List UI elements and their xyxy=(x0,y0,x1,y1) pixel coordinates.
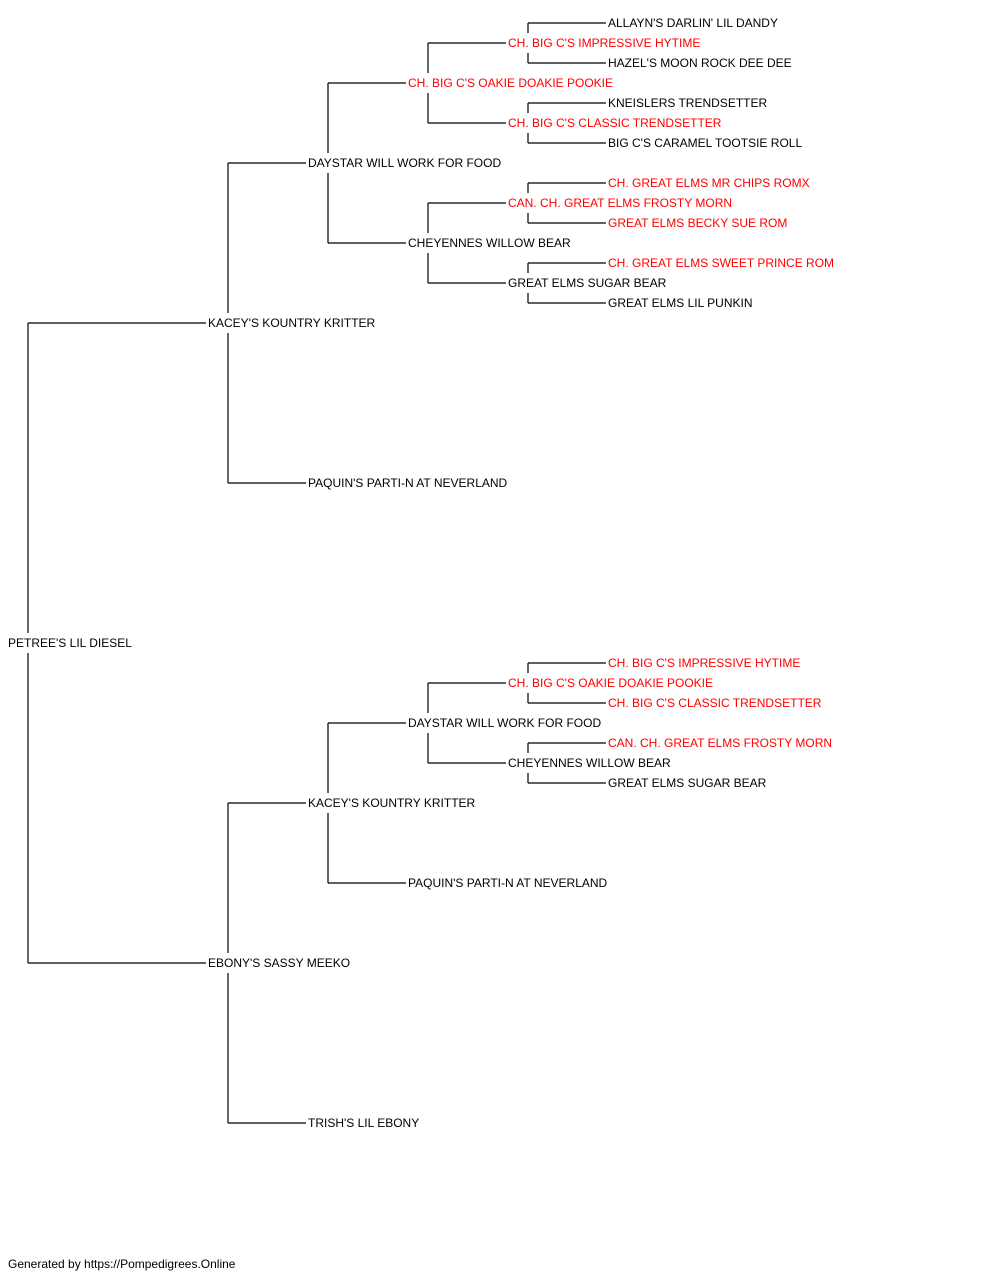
ancestor-name: CH. BIG C'S OAKIE DOAKIE POOKIE xyxy=(408,76,613,90)
ancestor-name: GREAT ELMS BECKY SUE ROM xyxy=(608,216,787,230)
ancestor-name: HAZEL'S MOON ROCK DEE DEE xyxy=(608,56,792,70)
ancestor-name: CH. GREAT ELMS SWEET PRINCE ROM xyxy=(608,256,834,270)
pedigree-tree: PETREE'S LIL DIESEL KACEY'S KOUNTRY KRITT… xyxy=(8,16,834,1130)
ancestor-name: ALLAYN'S DARLIN' LIL DANDY xyxy=(608,16,778,30)
ancestor-name: PAQUIN'S PARTI-N AT NEVERLAND xyxy=(308,476,508,490)
ancestor-name: PAQUIN'S PARTI-N AT NEVERLAND xyxy=(408,876,608,890)
ancestor-name: KACEY'S KOUNTRY KRITTER xyxy=(308,796,476,810)
ancestor-name: TRISH'S LIL EBONY xyxy=(308,1116,419,1130)
ancestor-name: CH. BIG C'S OAKIE DOAKIE POOKIE xyxy=(508,676,713,690)
ancestor-name: KNEISLERS TRENDSETTER xyxy=(608,96,767,110)
ancestor-name: DAYSTAR WILL WORK FOR FOOD xyxy=(308,156,501,170)
ancestor-name: KACEY'S KOUNTRY KRITTER xyxy=(208,316,376,330)
ancestor-name: EBONY'S SASSY MEEKO xyxy=(208,956,350,970)
ancestor-name: CH. GREAT ELMS MR CHIPS ROMX xyxy=(608,176,810,190)
ancestor-name: GREAT ELMS SUGAR BEAR xyxy=(608,776,767,790)
ancestor-name: DAYSTAR WILL WORK FOR FOOD xyxy=(408,716,601,730)
ancestor-name: GREAT ELMS LIL PUNKIN xyxy=(608,296,753,310)
ancestor-name: GREAT ELMS SUGAR BEAR xyxy=(508,276,667,290)
ancestor-name: CH. BIG C'S IMPRESSIVE HYTIME xyxy=(608,656,800,670)
ancestor-name: CH. BIG C'S CLASSIC TRENDSETTER xyxy=(608,696,822,710)
ancestor-name: CHEYENNES WILLOW BEAR xyxy=(408,236,571,250)
ancestor-name: BIG C'S CARAMEL TOOTSIE ROLL xyxy=(608,136,802,150)
ancestor-name: CHEYENNES WILLOW BEAR xyxy=(508,756,671,770)
ancestor-name: CH. BIG C'S CLASSIC TRENDSETTER xyxy=(508,116,722,130)
ancestor-name: CAN. CH. GREAT ELMS FROSTY MORN xyxy=(508,196,732,210)
subject-name: PETREE'S LIL DIESEL xyxy=(8,636,132,650)
ancestor-name: CH. BIG C'S IMPRESSIVE HYTIME xyxy=(508,36,700,50)
ancestor-name: CAN. CH. GREAT ELMS FROSTY MORN xyxy=(608,736,832,750)
footer-credit: Generated by https://Pompedigrees.Online xyxy=(8,1257,236,1271)
